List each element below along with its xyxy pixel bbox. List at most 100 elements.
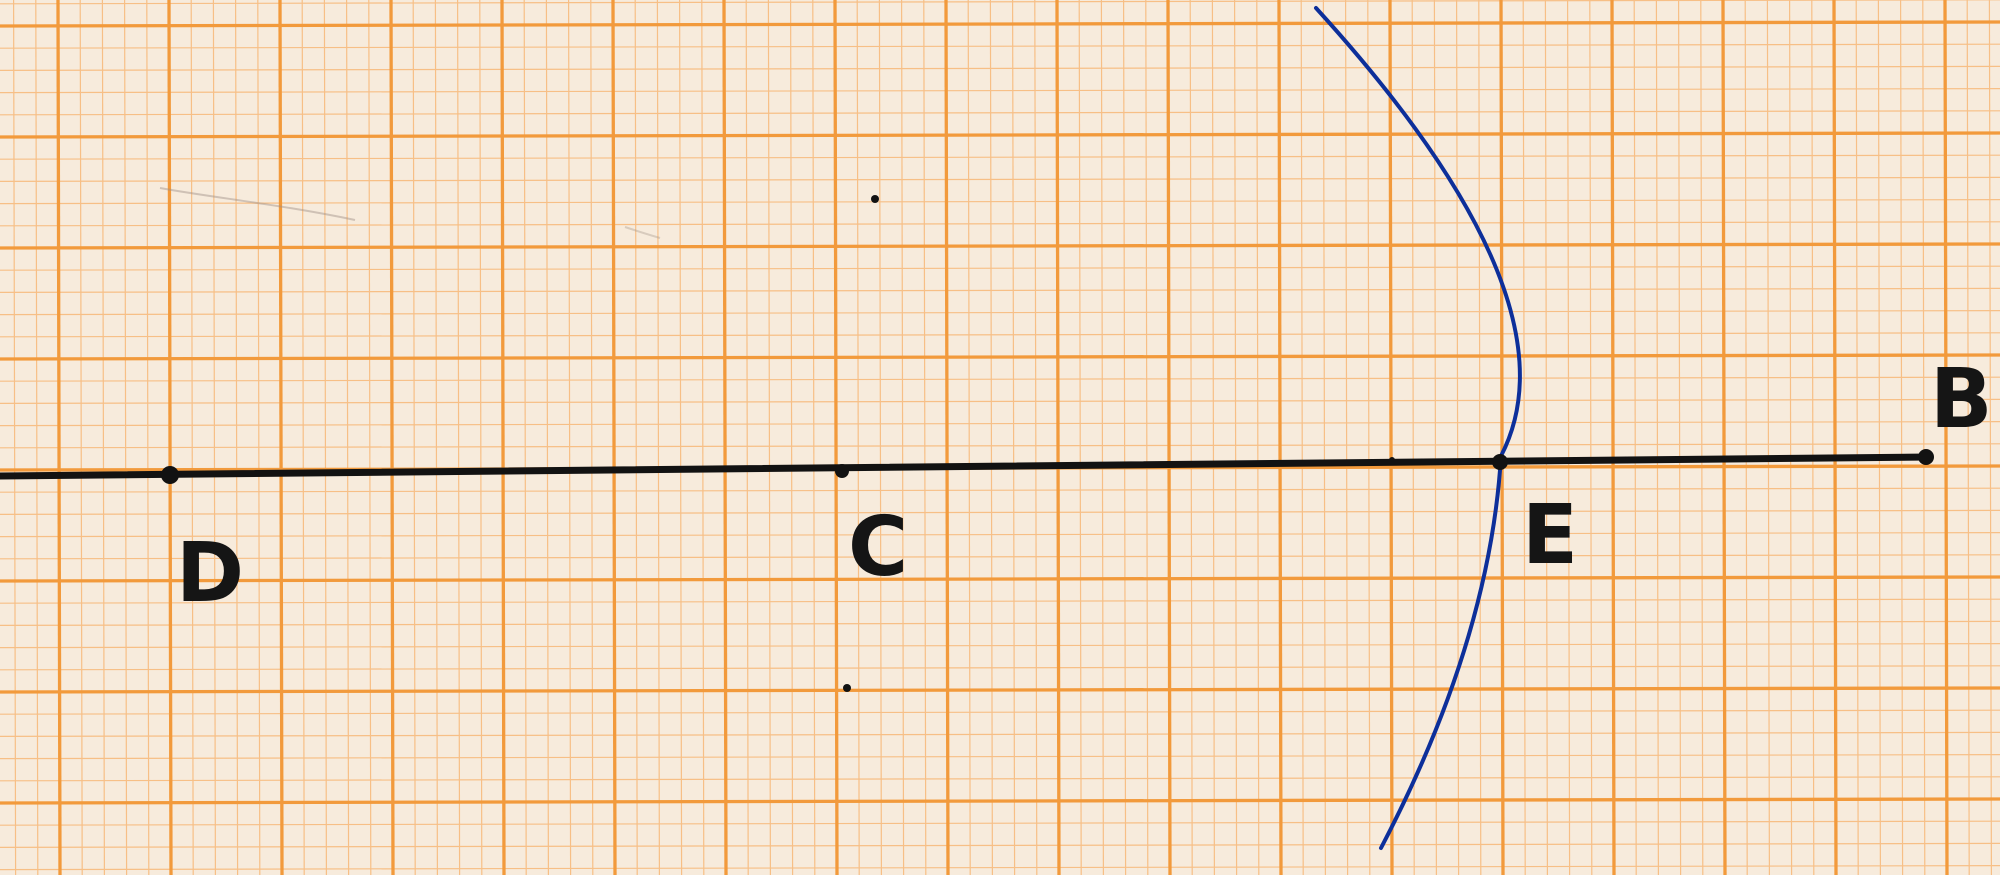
minor-grid-line <box>323 0 327 875</box>
minor-grid-line <box>1100 0 1105 875</box>
minor-grid-line <box>1189 0 1193 875</box>
minor-grid-line <box>212 0 216 875</box>
minor-grid-line <box>1677 0 1682 875</box>
minor-grid-line <box>0 620 2000 627</box>
major-grid-line <box>611 0 617 875</box>
minor-grid-line <box>1922 0 1926 875</box>
minor-grid-line <box>0 0 2000 5</box>
compass-arc <box>1314 6 1522 850</box>
minor-grid-line <box>1700 0 1704 875</box>
minor-grid-line <box>1411 0 1415 875</box>
minor-grid-line <box>0 864 2000 871</box>
minor-grid-line <box>0 154 2000 160</box>
minor-grid-line <box>0 709 2000 715</box>
minor-grid-line <box>812 0 816 875</box>
minor-grid-line <box>1078 0 1082 875</box>
segment-db <box>0 453 1932 480</box>
minor-grid-line <box>1455 0 1460 875</box>
major-grid-line <box>1832 0 1838 875</box>
minor-grid-line <box>457 0 461 875</box>
minor-grid-line <box>1855 0 1859 875</box>
minor-grid-line <box>0 221 2000 227</box>
mark-dot-line <box>1389 457 1395 463</box>
minor-grid-line <box>567 0 572 875</box>
minor-grid-line <box>0 287 2000 293</box>
minor-grid-line <box>257 0 261 875</box>
label-c: C <box>848 500 908 595</box>
minor-grid-line <box>1478 0 1482 875</box>
point-c <box>835 464 849 478</box>
major-grid-line <box>1388 0 1394 875</box>
minor-grid-line <box>0 443 2000 449</box>
pencil-scratch <box>624 226 661 239</box>
minor-grid-line <box>35 0 39 875</box>
minor-grid-line <box>0 842 2000 849</box>
minor-grid-line <box>1766 0 1771 875</box>
minor-grid-line <box>124 0 128 875</box>
major-grid-line <box>1166 0 1172 875</box>
minor-grid-line <box>767 0 772 875</box>
minor-grid-line <box>1122 0 1127 875</box>
minor-grid-line <box>0 332 2000 338</box>
minor-grid-line <box>1899 0 1904 875</box>
major-grid-line <box>278 0 284 875</box>
major-grid-line <box>722 0 728 875</box>
minor-grid-line <box>0 310 2000 316</box>
minor-grid-line <box>1744 0 1748 875</box>
major-grid-line <box>833 0 839 875</box>
minor-grid-line <box>0 376 2000 382</box>
minor-grid-line <box>0 820 2000 826</box>
minor-grid-line <box>13 0 17 875</box>
minor-grid-line <box>1367 0 1371 875</box>
major-grid-line <box>500 0 506 875</box>
minor-grid-line <box>1322 0 1327 875</box>
major-grid-line <box>389 0 395 875</box>
mark-dot-upper <box>871 195 879 203</box>
minor-grid-line <box>412 0 416 875</box>
minor-grid-line <box>745 0 749 875</box>
major-grid-line <box>0 353 2000 361</box>
minor-grid-line <box>523 0 527 875</box>
minor-grid-line <box>967 0 971 875</box>
minor-grid-line <box>190 0 194 875</box>
minor-grid-line <box>1145 0 1149 875</box>
minor-grid-line <box>0 110 2000 116</box>
minor-grid-line <box>0 731 2000 738</box>
mark-dot-lower <box>843 684 851 692</box>
minor-grid-line <box>0 265 2000 271</box>
major-grid-line <box>0 575 2000 583</box>
minor-grid-line <box>1211 0 1216 875</box>
minor-grid-line <box>0 398 2000 404</box>
minor-grid-line <box>989 0 994 875</box>
major-grid-line <box>1055 0 1061 875</box>
minor-grid-line <box>1544 0 1549 875</box>
minor-grid-line <box>878 0 883 875</box>
minor-grid-line <box>146 0 150 875</box>
minor-grid-line <box>101 0 105 875</box>
minor-grid-line <box>923 0 927 875</box>
minor-grid-line <box>0 753 2000 760</box>
major-grid-line <box>1943 0 1949 875</box>
minor-grid-line <box>0 421 2000 427</box>
minor-grid-line <box>0 531 2000 538</box>
minor-grid-line <box>856 0 860 875</box>
minor-grid-line <box>1633 0 1637 875</box>
minor-grid-line <box>0 176 2000 182</box>
minor-grid-line <box>479 0 483 875</box>
minor-grid-line <box>0 43 2000 49</box>
minor-grid-line <box>0 776 2000 782</box>
label-b: B <box>1930 352 1993 447</box>
minor-grid-line <box>0 487 2000 493</box>
minor-grid-line <box>789 0 794 875</box>
minor-grid-line <box>1300 0 1304 875</box>
major-grid-line <box>0 797 2000 805</box>
minor-grid-line <box>0 65 2000 72</box>
minor-grid-line <box>1034 0 1038 875</box>
minor-grid-line <box>0 642 2000 649</box>
minor-grid-line <box>1233 0 1238 875</box>
major-grid-line <box>0 20 2000 28</box>
minor-grid-line <box>1522 0 1526 875</box>
point-d <box>161 466 179 484</box>
minor-grid-line <box>79 0 83 875</box>
